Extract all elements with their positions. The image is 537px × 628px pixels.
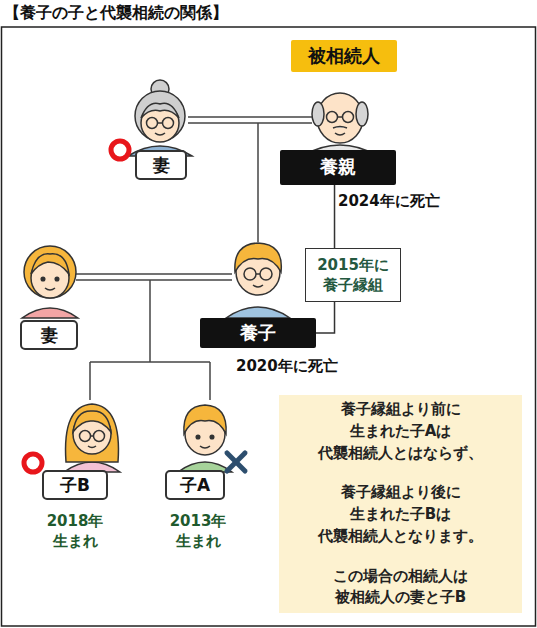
date-note: 2013年 生まれ — [165, 511, 231, 552]
family-lines — [149, 280, 151, 362]
grandmother-figure — [141, 104, 179, 142]
heir-circle-mark — [111, 141, 129, 159]
wife-figure — [45, 288, 55, 290]
child-b-figure — [66, 404, 119, 462]
person-label: 子A — [165, 470, 225, 500]
family-lines — [257, 123, 259, 242]
adoptee-figure — [226, 307, 290, 318]
grandmother-figure — [135, 91, 185, 141]
wife-figure — [22, 308, 78, 318]
date-note: 2018年 生まれ — [42, 511, 108, 552]
child-a-figure — [196, 435, 200, 439]
node-text: 妻 — [153, 153, 170, 178]
grandmother-figure — [155, 133, 165, 135]
family-lines — [76, 279, 232, 281]
wife-figure — [22, 246, 78, 318]
grandfather-figure — [312, 102, 324, 126]
person-label: 子B — [42, 470, 108, 500]
grandfather-figure — [333, 127, 347, 129]
not-heir-cross-mark — [227, 453, 245, 471]
adoptee-figure — [244, 268, 256, 280]
node-text: 養子縁組より後に 生まれた子Bは 代襲相続人となります。 — [298, 482, 503, 547]
family-lines — [89, 362, 91, 400]
wife-figure — [31, 254, 69, 274]
child-b-figure — [94, 431, 105, 442]
node-text: 養子 — [240, 320, 276, 346]
role-tag: 被相続人 — [291, 40, 397, 72]
not-heir-cross-mark — [227, 453, 245, 471]
grandfather-figure — [302, 93, 378, 156]
grandfather-figure — [356, 102, 368, 126]
node-text: この場合の相続人は 被相続人の妻と子B — [298, 566, 503, 610]
node-text: 妻 — [41, 323, 58, 348]
date-note: 2024年に死亡 — [338, 191, 458, 211]
node-text: 子B — [60, 473, 90, 498]
child-a-figure — [210, 435, 214, 439]
node-text: 養子縁組より前に 生まれた子Aは 代襲相続人とはならず、 — [298, 399, 503, 464]
adoptee-figure — [260, 268, 272, 280]
family-lines — [76, 273, 232, 275]
grandmother-figure — [147, 118, 158, 129]
wife-figure — [41, 277, 45, 281]
family-lines — [188, 116, 312, 118]
diagram-title: 【養子の子と代襲相続の関係】 — [4, 3, 228, 24]
child-a-figure — [200, 446, 210, 448]
child-a-figure — [184, 405, 226, 434]
adoptee-figure — [235, 243, 281, 272]
heir-circle-mark — [24, 454, 42, 472]
role-box: 養親 — [280, 150, 396, 185]
grandfather-figure — [335, 133, 345, 135]
node-text: 子A — [180, 473, 210, 498]
node-text: 養親 — [320, 154, 356, 180]
date-note: 2020年に死亡 — [236, 356, 356, 376]
person-label: 妻 — [20, 320, 78, 350]
person-label: 妻 — [135, 150, 187, 180]
family-lines — [188, 122, 312, 124]
grandmother-figure — [163, 118, 174, 129]
adoptee-figure — [226, 243, 290, 318]
not-heir-cross-mark — [227, 453, 245, 471]
grandmother-figure — [141, 103, 179, 118]
adoptee-figure — [256, 273, 260, 275]
grandfather-figure — [343, 112, 354, 123]
child-b-figure — [91, 435, 94, 437]
frame-border — [2, 27, 536, 626]
node-text: 被相続人 — [308, 43, 380, 69]
child-b-figure — [64, 404, 120, 472]
child-b-figure — [73, 411, 111, 432]
child-a-figure — [178, 405, 232, 472]
grandmother-figure — [128, 80, 192, 156]
grandfather-figure — [338, 116, 343, 118]
wife-figure — [55, 277, 59, 281]
family-lines — [90, 361, 210, 363]
child-b-figure — [80, 431, 91, 442]
role-box: 養子 — [200, 318, 316, 348]
child-b-figure — [88, 446, 96, 448]
wife-figure — [24, 246, 76, 298]
note-box: 養子縁組より前に 生まれた子Aは 代襲相続人とはならず、養子縁組より後に 生まれ… — [279, 395, 522, 613]
grandmother-figure — [158, 122, 163, 124]
grandfather-figure — [327, 112, 338, 123]
adoptee-figure — [253, 285, 263, 287]
family-lines — [209, 362, 211, 400]
edge-label: 2015年に 養子縁組 — [305, 248, 401, 302]
